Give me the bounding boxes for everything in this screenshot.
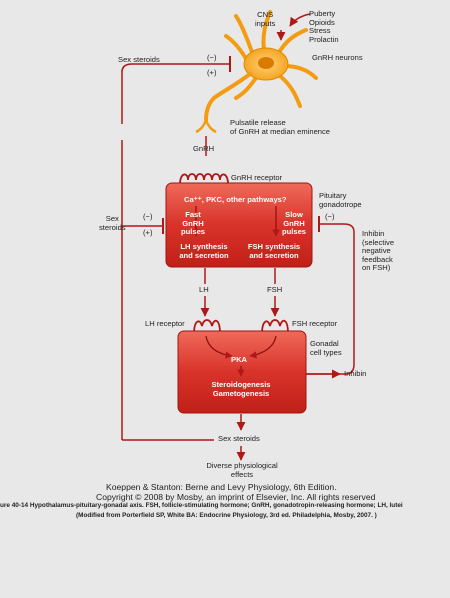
gnrh-receptor-label: GnRH receptor [231, 173, 283, 182]
lh-receptor-label: LH receptor [145, 319, 185, 328]
fsh-to-pka-arrow [249, 335, 277, 359]
pituitary-box [165, 182, 313, 268]
lh-label: LH [199, 285, 209, 294]
inhibin-label: Inhibin [344, 369, 367, 378]
fsh-label: FSH [267, 285, 283, 294]
top-plus-sign: (+) [207, 68, 217, 77]
inhibin-feedback-minus: (−) [325, 212, 335, 221]
top-sex-steroids-label: Sex steroids [118, 55, 160, 64]
gonad-box [177, 330, 307, 414]
top-feedback-line [121, 63, 230, 124]
gnrh-receptor-icon [179, 173, 229, 185]
fsh-receptor-icon [261, 319, 289, 335]
fsh-receptor-label: FSH receptor [292, 319, 338, 328]
figure-source: (Modified from Porterfield SP, White BA:… [76, 512, 377, 519]
gnrh-neuron [195, 10, 318, 134]
inhibin-feedback-line [306, 223, 355, 375]
puberty-input-arrow [289, 13, 311, 27]
gnrh-label: GnRH [193, 144, 215, 153]
lh-receptor-icon [193, 319, 221, 335]
bottom-sex-steroids-label: Sex steroids [218, 434, 260, 443]
figure-caption: ure 40-14 Hypothalamus-pituitary-gonadal… [0, 502, 403, 509]
top-minus-sign: (−) [207, 53, 217, 62]
credit-line-1: Koeppen & Stanton: Berne and Levy Physio… [106, 482, 337, 492]
side-plus-sign: (+) [143, 228, 153, 237]
gnrh-neurons-label: GnRH neurons [312, 53, 363, 62]
credit-line-2: Copyright © 2008 by Mosby, an imprint of… [96, 492, 376, 502]
lh-to-pka-arrow [205, 335, 233, 359]
side-minus-sign: (−) [143, 212, 153, 221]
pka-label: PKA [231, 355, 248, 364]
pathways-label: Ca⁺⁺, PKC, other pathways? [184, 195, 287, 204]
